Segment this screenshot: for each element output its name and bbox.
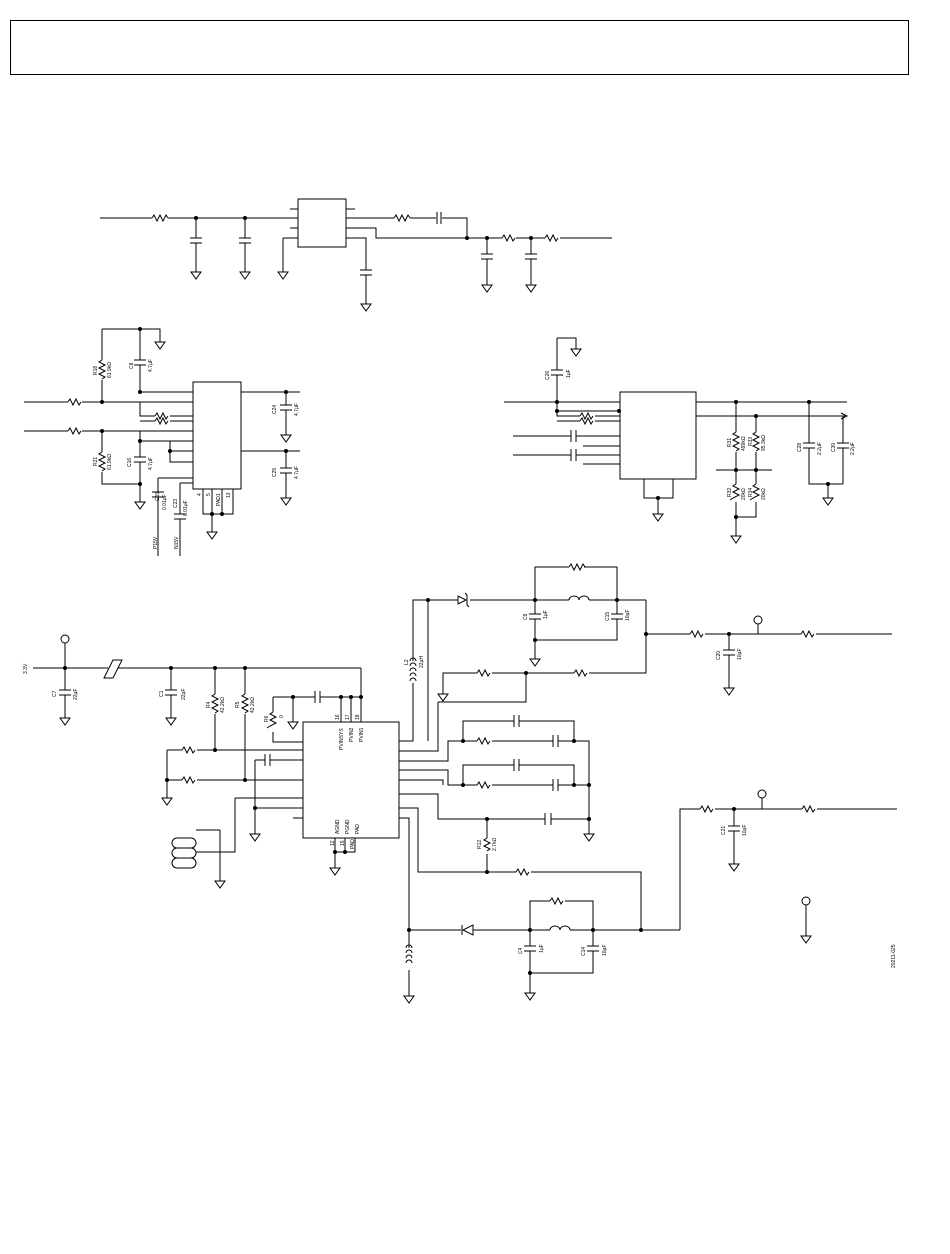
label-c16: C16 xyxy=(127,458,133,467)
label-c23: C23 xyxy=(173,499,179,508)
label-pgnd: PGND xyxy=(345,819,351,834)
label-pad: PAD xyxy=(355,824,361,834)
label-c30-val: 2.2µF xyxy=(850,442,856,455)
figure-id: 20211-025 xyxy=(891,944,897,968)
label-r12: R12 xyxy=(477,840,483,849)
label-c30: C30 xyxy=(831,443,837,452)
label-c24: C24 xyxy=(272,405,278,414)
label-c26: C26 xyxy=(545,371,551,380)
label-c7: C7 xyxy=(52,690,58,697)
reference-ic xyxy=(619,391,697,480)
label-r31: R31 xyxy=(727,438,733,447)
label-r5: R5 xyxy=(235,701,241,708)
label-c8-val: 4.7µF xyxy=(148,359,154,372)
label-pin15: 15 xyxy=(340,840,346,846)
label-r4: R4 xyxy=(206,701,212,708)
label-n15v: N15V xyxy=(174,536,180,549)
label-c19-val: 0.01µF xyxy=(162,494,168,510)
label-r18-val: 61.9kΩ xyxy=(107,362,113,378)
label-3v3: 3.3V xyxy=(23,663,29,674)
label-c20: C20 xyxy=(716,651,722,660)
label-pin12: 12 xyxy=(330,840,336,846)
label-c28-val: 2.2µF xyxy=(817,442,823,455)
label-c9-val: 1µF xyxy=(543,610,549,619)
label-c14-val: 10µF xyxy=(602,945,608,957)
label-r33-val: 95.3kΩ xyxy=(761,435,767,451)
label-r18: R18 xyxy=(93,366,99,375)
label-c16-val: 4.7µF xyxy=(148,457,154,470)
label-p15v: P15V xyxy=(153,536,159,549)
top-section xyxy=(100,198,612,312)
label-r34: R34 xyxy=(748,488,754,497)
label-c15: C15 xyxy=(605,612,611,621)
top-ic xyxy=(297,198,347,248)
bipolar-supply-ic xyxy=(192,381,242,490)
label-c25-val: 4.7µF xyxy=(294,466,300,479)
label-r12-val: 2.7kΩ xyxy=(492,838,498,851)
label-l2: L2 xyxy=(404,659,410,665)
header-frame xyxy=(10,20,909,75)
left-middle-section: R18 61.9kΩ C8 4.7µF R21 61.9kΩ C16 4.7µF… xyxy=(24,327,300,556)
label-r34-val: 20kΩ xyxy=(761,488,767,500)
label-c4-val: 1µF xyxy=(539,944,545,953)
right-middle-section: C26 1µF R31 499kΩ R33 95.3kΩ R32 20kΩ R3… xyxy=(504,337,856,544)
label-pin4: 4 xyxy=(197,493,203,496)
label-c25: C25 xyxy=(272,468,278,477)
bottom-section: 3.3V C7 22µF C1 22µF R4 42.2kΩ R5 42.2kΩ… xyxy=(23,562,897,1004)
label-c15-val: 10µF xyxy=(625,610,631,622)
label-c28: C28 xyxy=(797,443,803,452)
label-c14: C14 xyxy=(581,947,587,956)
label-r32-val: 20kΩ xyxy=(741,488,747,500)
label-r6: R6 xyxy=(264,715,270,722)
label-c9: C9 xyxy=(523,613,529,620)
label-c20-val: 10µF xyxy=(737,649,743,661)
label-c7-val: 22µF xyxy=(73,689,79,701)
label-pvinsys: PVINSYS xyxy=(339,728,345,750)
label-c1-val: 22µF xyxy=(181,689,187,701)
label-agnd: AGND xyxy=(335,819,341,834)
label-pin18: 18 xyxy=(355,714,361,720)
label-l2-val: 22µH xyxy=(419,656,425,668)
label-r5-val: 42.2kΩ xyxy=(250,697,256,713)
label-c1: C1 xyxy=(159,690,165,697)
label-r32: R32 xyxy=(727,488,733,497)
label-r4-val: 42.2kΩ xyxy=(220,697,226,713)
label-c4: C4 xyxy=(518,947,524,954)
label-c21-val: 10µF xyxy=(742,825,748,837)
label-pvin1: PVIN1 xyxy=(359,727,365,742)
label-c21: C21 xyxy=(721,826,727,835)
label-r6-val: 0 xyxy=(279,715,285,718)
label-c26-val: 1µF xyxy=(566,369,572,378)
label-pad-pin: PAD xyxy=(350,839,356,849)
label-pin5: 5 xyxy=(206,493,212,496)
label-r21: R21 xyxy=(93,457,99,466)
label-r31-val: 499kΩ xyxy=(741,436,747,451)
label-pvin2: PVIN2 xyxy=(349,727,355,742)
label-pad1: PAD1 xyxy=(216,493,222,506)
label-c24-val: 4.7µF xyxy=(294,403,300,416)
label-c8: C8 xyxy=(129,362,135,369)
label-r21-val: 61.9kΩ xyxy=(107,454,113,470)
label-pin13: 13 xyxy=(226,492,232,498)
label-c23-val: 0.01µF xyxy=(183,500,189,516)
label-pin16: 16 xyxy=(335,714,341,720)
label-r33: R33 xyxy=(748,437,754,446)
label-pin17: 17 xyxy=(345,714,351,720)
label-c19: C19 xyxy=(155,492,161,501)
